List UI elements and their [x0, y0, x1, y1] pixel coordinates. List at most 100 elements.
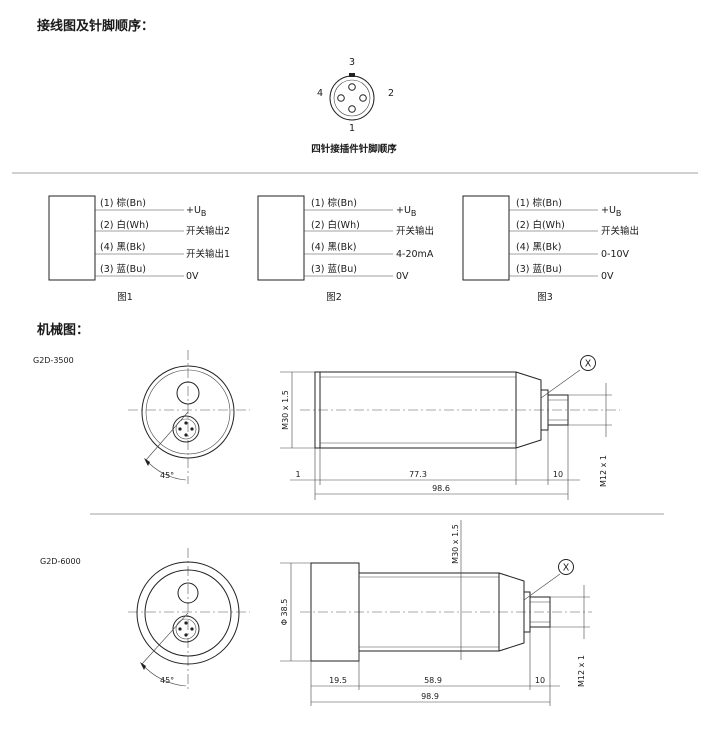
connector-port: [172, 615, 200, 643]
connector-thread-dimension: M12 x 1: [577, 655, 586, 687]
marker-circle: [580, 355, 596, 371]
model-name: G2D-3500: [33, 356, 74, 365]
signal-label: +UB: [396, 205, 416, 218]
pin: [184, 621, 188, 625]
wiring-diagram-2: (1) 棕(Bn) (2) 白(Wh) (4) 黑(Bk) (3) 蓝(Bu) …: [257, 195, 434, 303]
dim-right: 10: [535, 676, 545, 685]
connector-inner-ring: [333, 79, 371, 117]
sensor-box: [257, 195, 305, 281]
dim-total: 98.6: [432, 484, 450, 493]
signal-label: 开关输出2: [186, 225, 230, 237]
figure-caption: 图3: [537, 292, 553, 303]
angle-arrow: [140, 662, 146, 670]
wire-label: (4) 黑(Bk): [516, 242, 561, 253]
connector-plug: [547, 394, 569, 426]
front-view-1: 45°: [128, 350, 250, 484]
connector-port-inner: [175, 418, 197, 440]
thread-dimension: M30 x 1.5: [281, 390, 290, 430]
angle-arrow: [144, 458, 150, 466]
pin: [178, 627, 182, 631]
pin: [190, 427, 194, 431]
pin-1: [348, 105, 356, 113]
angle-label: 45°: [160, 471, 174, 480]
housing-outline: [141, 365, 235, 459]
connector-pinout: 1 2 3 4 四针接插件针脚顺序: [311, 57, 397, 155]
pin-4: [337, 94, 345, 102]
signal-label: 0-10V: [601, 249, 630, 260]
sensor-body: [319, 371, 517, 449]
housing-inner-edge: [145, 369, 231, 455]
connector-plug: [529, 596, 551, 628]
pin-label-2: 2: [388, 88, 394, 99]
model-name: G2D-6000: [40, 557, 81, 566]
wiring-section-title: 接线图及针脚顺序：: [37, 18, 154, 34]
connector-thread-dimension: M12 x 1: [599, 455, 608, 487]
marker-label: X: [585, 359, 592, 370]
dim-mid: 58.9: [424, 676, 442, 685]
wire-label: (4) 黑(Bk): [311, 242, 356, 253]
housing-inner-edge: [144, 569, 232, 657]
connector-outer-ring: [329, 75, 375, 121]
pin-3: [348, 83, 356, 91]
dim-mid: 77.3: [409, 470, 427, 479]
wire-label: (3) 蓝(Bu): [516, 263, 562, 275]
signal-label: 开关输出1: [186, 248, 230, 260]
signal-label: 0V: [186, 271, 199, 282]
thread-dimension: M30 x 1.5: [451, 524, 460, 564]
pin: [184, 421, 188, 425]
sensor-body: [358, 572, 500, 652]
housing-outline: [136, 561, 240, 665]
marker-circle: [558, 559, 574, 575]
wire-label: (1) 棕(Bn): [311, 197, 357, 209]
angle-line: [145, 411, 189, 461]
connector-port: [172, 415, 200, 443]
pin: [184, 433, 188, 437]
pin-label-4: 4: [317, 88, 323, 99]
signal-label: 0V: [601, 271, 614, 282]
wire-label: (2) 白(Wh): [516, 219, 565, 231]
connector-caption: 四针接插件针脚顺序: [311, 143, 397, 155]
dim-right: 10: [553, 470, 563, 479]
angle-line: [141, 612, 189, 665]
wire-label: (3) 蓝(Bu): [100, 263, 146, 275]
signal-label: 开关输出: [396, 225, 434, 237]
signal-label: +UB: [601, 205, 621, 218]
leader-line: [540, 369, 581, 399]
pin: [184, 633, 188, 637]
pin-2: [359, 94, 367, 102]
transducer-face: [176, 381, 200, 405]
transducer-face: [177, 582, 199, 604]
wire-label: (2) 白(Wh): [311, 219, 360, 231]
diameter-dimension: Φ 38.5: [280, 599, 289, 626]
marker-label: X: [563, 563, 570, 574]
dim-total: 98.9: [421, 692, 439, 701]
wire-label: (3) 蓝(Bu): [311, 263, 357, 275]
wire-label: (4) 黑(Bk): [100, 242, 145, 253]
signal-label: 开关输出: [601, 225, 639, 237]
leader-line: [523, 573, 561, 601]
dim-left: 1: [295, 470, 300, 479]
wiring-diagram-3: (1) 棕(Bn) (2) 白(Wh) (4) 黑(Bk) (3) 蓝(Bu) …: [462, 195, 639, 303]
figure-caption: 图2: [326, 292, 342, 303]
front-view-2: 45°: [128, 548, 250, 692]
connector-port-inner: [175, 618, 197, 640]
signal-label: 4-20mA: [396, 249, 434, 260]
connector-key: [349, 73, 355, 77]
signal-label: 0V: [396, 271, 409, 282]
pin: [178, 427, 182, 431]
side-view-1: X M30 x 1.5 M12 x 1 1 77.3 10 98.6: [280, 355, 620, 500]
pin-label-3: 3: [349, 57, 355, 68]
pin-label-1: 1: [349, 123, 355, 134]
wiring-diagram-1: (1) 棕(Bn) (2) 白(Wh) (4) 黑(Bk) (3) 蓝(Bu) …: [48, 195, 230, 303]
sensor-box: [48, 195, 96, 281]
pin: [190, 627, 194, 631]
figure-caption: 图1: [117, 292, 133, 303]
sensor-box: [462, 195, 510, 281]
mech-section-title: 机械图：: [37, 322, 89, 338]
side-view-2: X M30 x 1.5 Φ 38.5 M12 x 1 19.5 58.9 10 …: [280, 520, 592, 706]
wire-label: (1) 棕(Bn): [100, 197, 146, 209]
wire-label: (2) 白(Wh): [100, 219, 149, 231]
wire-label: (1) 棕(Bn): [516, 197, 562, 209]
angle-label: 45°: [160, 676, 174, 685]
